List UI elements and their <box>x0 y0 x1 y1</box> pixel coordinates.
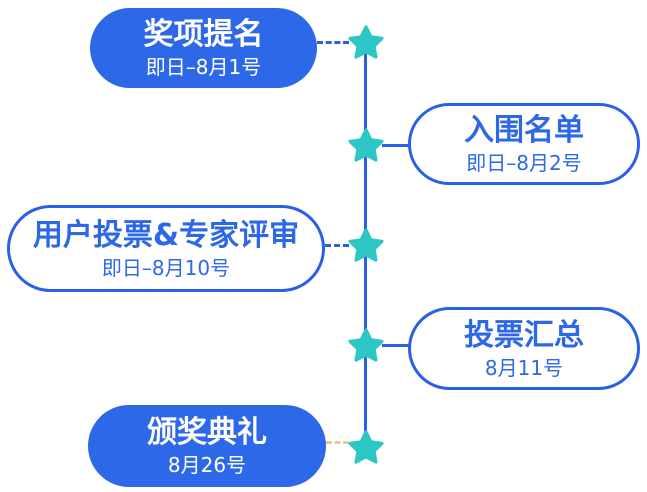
step-title: 用户投票&专家评审 <box>32 217 300 253</box>
step-date: 即日–8月10号 <box>101 255 231 280</box>
timeline-step-shortlist: 入围名单 即日–8月2号 <box>408 103 640 185</box>
step-title: 入围名单 <box>464 113 584 148</box>
star-icon <box>348 430 384 464</box>
connector-line-step3 <box>325 244 349 247</box>
step-date: 即日–8月1号 <box>145 55 262 79</box>
star-icon <box>348 25 384 59</box>
timeline-step-vote-summary: 投票汇总 8月11号 <box>408 307 640 390</box>
star-icon <box>348 228 384 262</box>
step-date: 8月26号 <box>167 453 247 477</box>
star-icon <box>348 328 384 362</box>
step-title: 奖项提名 <box>143 17 264 52</box>
star-icon <box>348 128 384 162</box>
timeline-step-award-nomination: 奖项提名 即日–8月1号 <box>90 8 317 88</box>
step-title: 投票汇总 <box>464 317 584 353</box>
step-date: 即日–8月2号 <box>466 151 582 175</box>
step-date: 8月11号 <box>484 355 564 380</box>
connector-line-step1 <box>317 41 349 44</box>
timeline-step-award-ceremony: 颁奖典礼 8月26号 <box>88 405 326 487</box>
step-title: 颁奖典礼 <box>147 415 267 450</box>
connector-line-step4 <box>382 344 410 347</box>
connector-line-step5 <box>326 441 349 444</box>
timeline-step-voting-review: 用户投票&专家评审 即日–8月10号 <box>7 205 325 292</box>
connector-line-step2 <box>382 144 410 147</box>
